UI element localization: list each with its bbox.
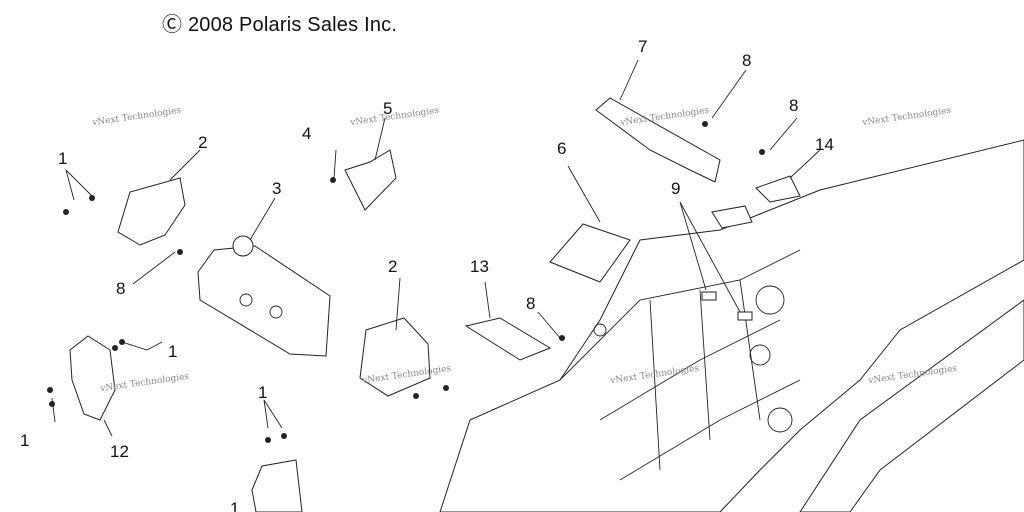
fasteners (47, 121, 765, 443)
callout-8: 8 (526, 294, 536, 313)
callout-1: 1 (258, 383, 268, 402)
part-9-a (701, 291, 717, 301)
callout-4: 4 (302, 124, 312, 143)
part-2-left (117, 177, 186, 246)
callout-13: 13 (470, 257, 489, 276)
part-lower (251, 459, 303, 512)
callout-1: 1 (20, 431, 30, 450)
part-14 (755, 175, 801, 203)
part-3-boss (232, 235, 254, 257)
callout-9: 9 (671, 179, 681, 198)
callout-8: 8 (789, 96, 799, 115)
part-14-b (711, 205, 753, 229)
part-12 (69, 335, 116, 421)
callout-1: 1 (168, 342, 178, 361)
part-13 (464, 317, 552, 361)
copyright-notice: Ⓒ 2008 Polaris Sales Inc. (162, 14, 398, 36)
part-7 (595, 97, 721, 183)
leader-lines (51, 59, 821, 437)
callout-14: 14 (815, 135, 834, 154)
part-5 (344, 149, 397, 211)
callout-5: 5 (383, 99, 393, 118)
part-6 (549, 223, 631, 283)
callout-2: 2 (388, 257, 398, 276)
chassis-frame (439, 139, 1024, 512)
callout-8: 8 (116, 279, 126, 298)
callout-7: 7 (638, 37, 648, 56)
callout-3: 3 (272, 179, 282, 198)
callout-8: 8 (742, 51, 752, 70)
callout-12: 12 (110, 442, 129, 461)
callout-6: 6 (557, 139, 567, 158)
callout-2: 2 (198, 133, 208, 152)
part-2-center (359, 317, 431, 397)
part-9-b (737, 311, 753, 321)
callout-1: 1 (58, 149, 68, 168)
part-3 (197, 245, 331, 357)
callout-1: 1 (230, 500, 240, 512)
